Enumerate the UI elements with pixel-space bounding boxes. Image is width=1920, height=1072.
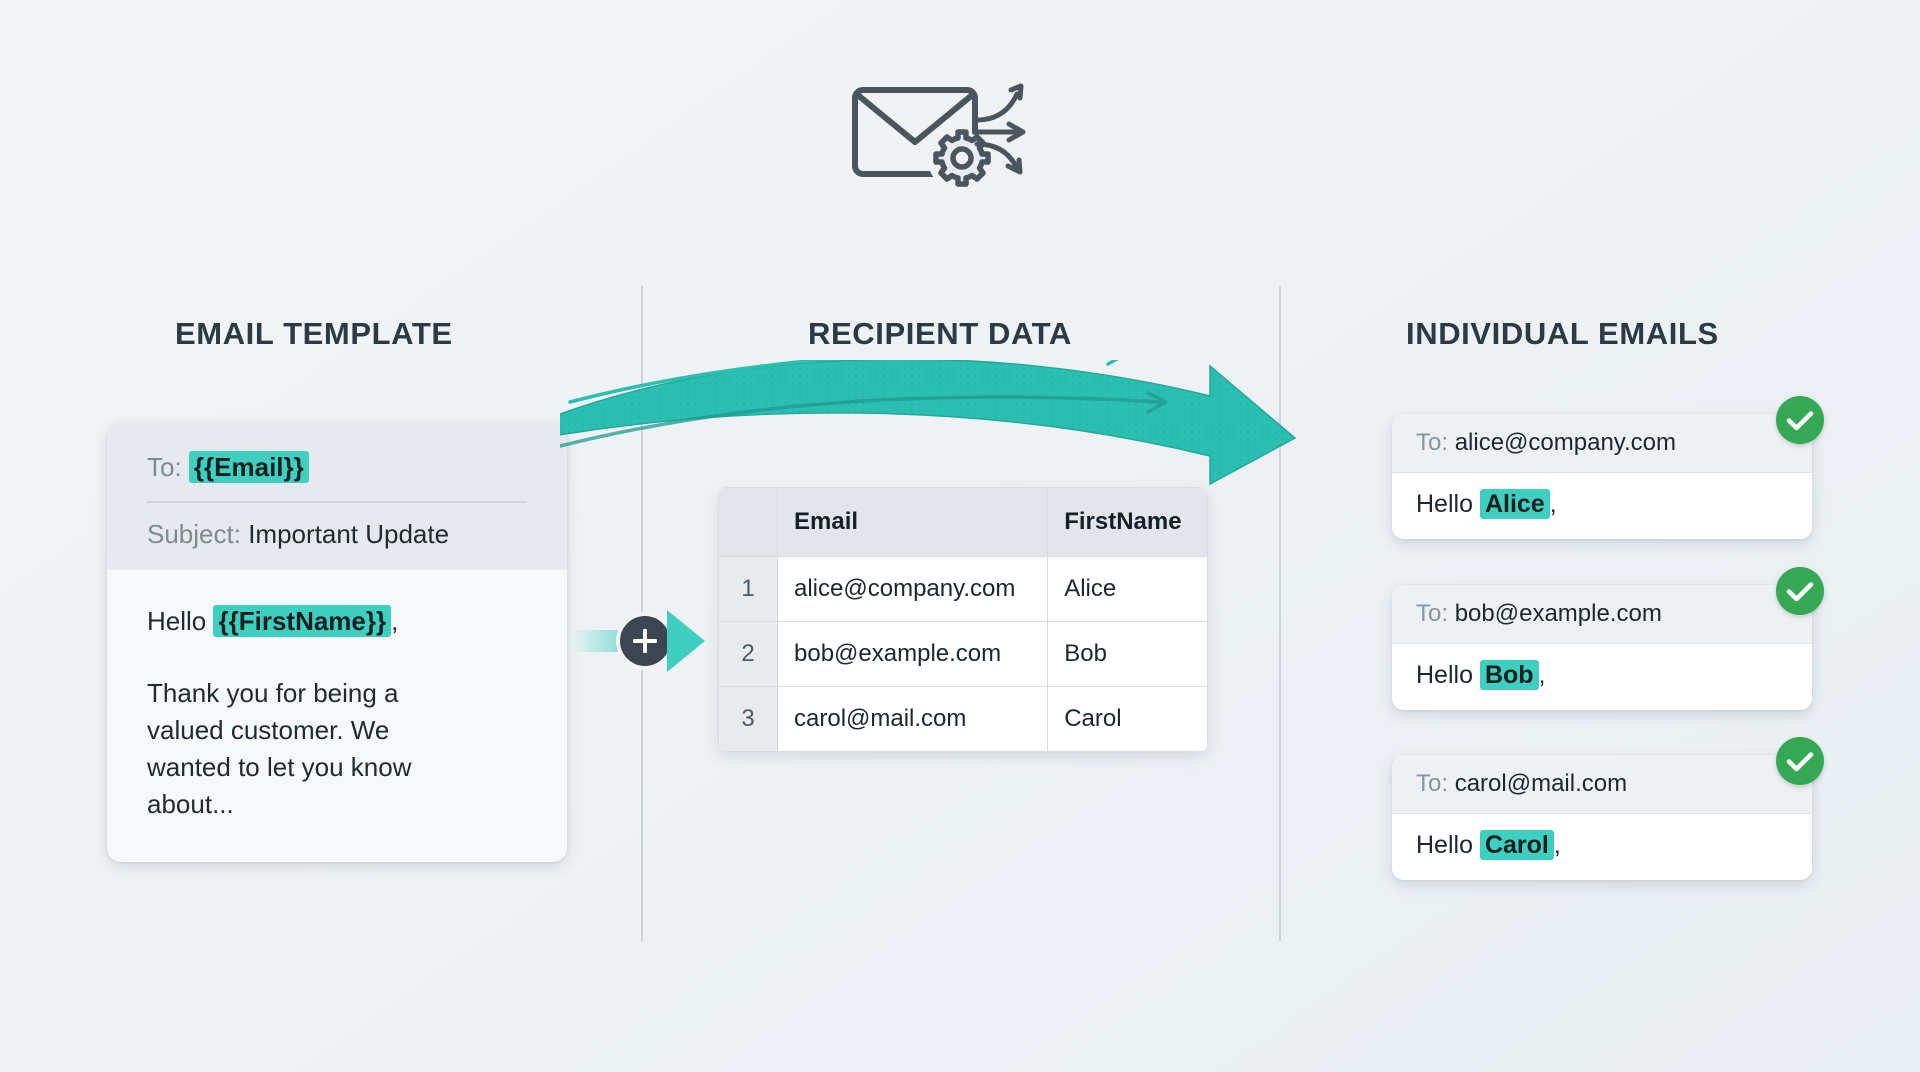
individual-email-card[interactable]: To: alice@company.com Hello Alice, — [1392, 414, 1812, 539]
template-field-divider — [147, 501, 527, 504]
table-cell-index: 3 — [718, 686, 778, 752]
email-greeting-prefix: Hello — [1416, 490, 1473, 518]
table-row[interactable]: 2 bob@example.com Bob — [718, 621, 1208, 687]
email-card-header: To: carol@mail.com — [1392, 755, 1812, 814]
sent-check-icon — [1776, 567, 1824, 615]
column-divider-left — [641, 286, 643, 941]
table-header-firstname: FirstName — [1047, 487, 1208, 557]
email-to-value: bob@example.com — [1454, 600, 1662, 627]
email-to-label: To: — [1416, 770, 1449, 797]
table-cell-email: bob@example.com — [776, 621, 1049, 687]
email-card-header: To: bob@example.com — [1392, 585, 1812, 644]
data-flow-curved-arrow — [514, 344, 1400, 490]
email-card-body: Hello Bob, — [1392, 644, 1812, 710]
email-greeting-prefix: Hello — [1416, 661, 1473, 689]
email-merged-name: Bob — [1479, 660, 1539, 690]
email-card-body: Hello Carol, — [1392, 814, 1812, 880]
email-greeting-prefix: Hello — [1416, 831, 1473, 859]
template-to-label: To: — [147, 452, 182, 482]
table-header-index — [718, 487, 778, 557]
table-row[interactable]: 1 alice@company.com Alice — [718, 556, 1208, 622]
table-header-email: Email — [776, 487, 1049, 557]
hero-envelope-gear-icon — [845, 72, 1065, 192]
template-greeting-suffix: , — [391, 606, 399, 637]
template-header: To: {{Email}} Subject: Important Update — [107, 422, 567, 571]
column-divider-right — [1279, 286, 1281, 941]
email-merged-name: Carol — [1479, 830, 1554, 860]
email-to-label: To: — [1416, 429, 1449, 456]
recipient-data-table[interactable]: Email FirstName 1 alice@company.com Alic… — [718, 487, 1208, 752]
template-subject-value: Important Update — [248, 519, 450, 550]
section-title-email-template: EMAIL TEMPLATE — [175, 316, 453, 351]
template-greeting-line: Hello {{FirstName}}, — [147, 605, 527, 638]
email-card-header: To: alice@company.com — [1392, 414, 1812, 473]
table-cell-index: 1 — [718, 556, 778, 622]
sent-check-icon — [1776, 396, 1824, 444]
email-to-label: To: — [1416, 600, 1449, 627]
merge-operator-group[interactable] — [575, 596, 715, 686]
template-to-row: To: {{Email}} — [147, 450, 527, 485]
table-cell-email: carol@mail.com — [776, 686, 1049, 752]
template-body-paragraph: Thank you for being a valued customer. W… — [147, 678, 412, 819]
sent-check-icon — [1776, 737, 1824, 785]
merge-arrow-right-icon — [667, 610, 705, 672]
table-header-row: Email FirstName — [718, 487, 1208, 557]
table-cell-firstname: Alice — [1047, 556, 1208, 622]
email-greeting-suffix: , — [1538, 661, 1546, 689]
individual-email-card[interactable]: To: carol@mail.com Hello Carol, — [1392, 755, 1812, 880]
template-body: Hello {{FirstName}}, Thank you for being… — [107, 570, 567, 862]
template-subject-label: Subject: — [147, 519, 241, 550]
individual-email-card[interactable]: To: bob@example.com Hello Bob, — [1392, 585, 1812, 710]
template-firstname-token: {{FirstName}} — [213, 605, 392, 638]
email-greeting-suffix: , — [1549, 490, 1557, 518]
table-cell-firstname: Bob — [1047, 621, 1208, 687]
template-email-token: {{Email}} — [188, 451, 309, 483]
section-title-individual-emails: INDIVIDUAL EMAILS — [1406, 316, 1719, 351]
merge-plus-icon[interactable] — [620, 616, 670, 666]
template-subject-row: Subject: Important Update — [147, 517, 527, 552]
section-title-recipient-data: RECIPIENT DATA — [808, 316, 1072, 351]
email-to-value: carol@mail.com — [1454, 770, 1628, 797]
table-cell-index: 2 — [718, 621, 778, 687]
template-greeting-prefix: Hello — [147, 606, 207, 637]
email-template-card[interactable]: To: {{Email}} Subject: Important Update … — [107, 422, 567, 862]
table-row[interactable]: 3 carol@mail.com Carol — [718, 686, 1208, 752]
email-card-body: Hello Alice, — [1392, 473, 1812, 539]
table-cell-email: alice@company.com — [776, 556, 1049, 622]
email-merged-name: Alice — [1479, 489, 1550, 519]
email-greeting-suffix: , — [1553, 831, 1561, 859]
table-cell-firstname: Carol — [1047, 686, 1208, 752]
email-to-value: alice@company.com — [1454, 429, 1677, 456]
